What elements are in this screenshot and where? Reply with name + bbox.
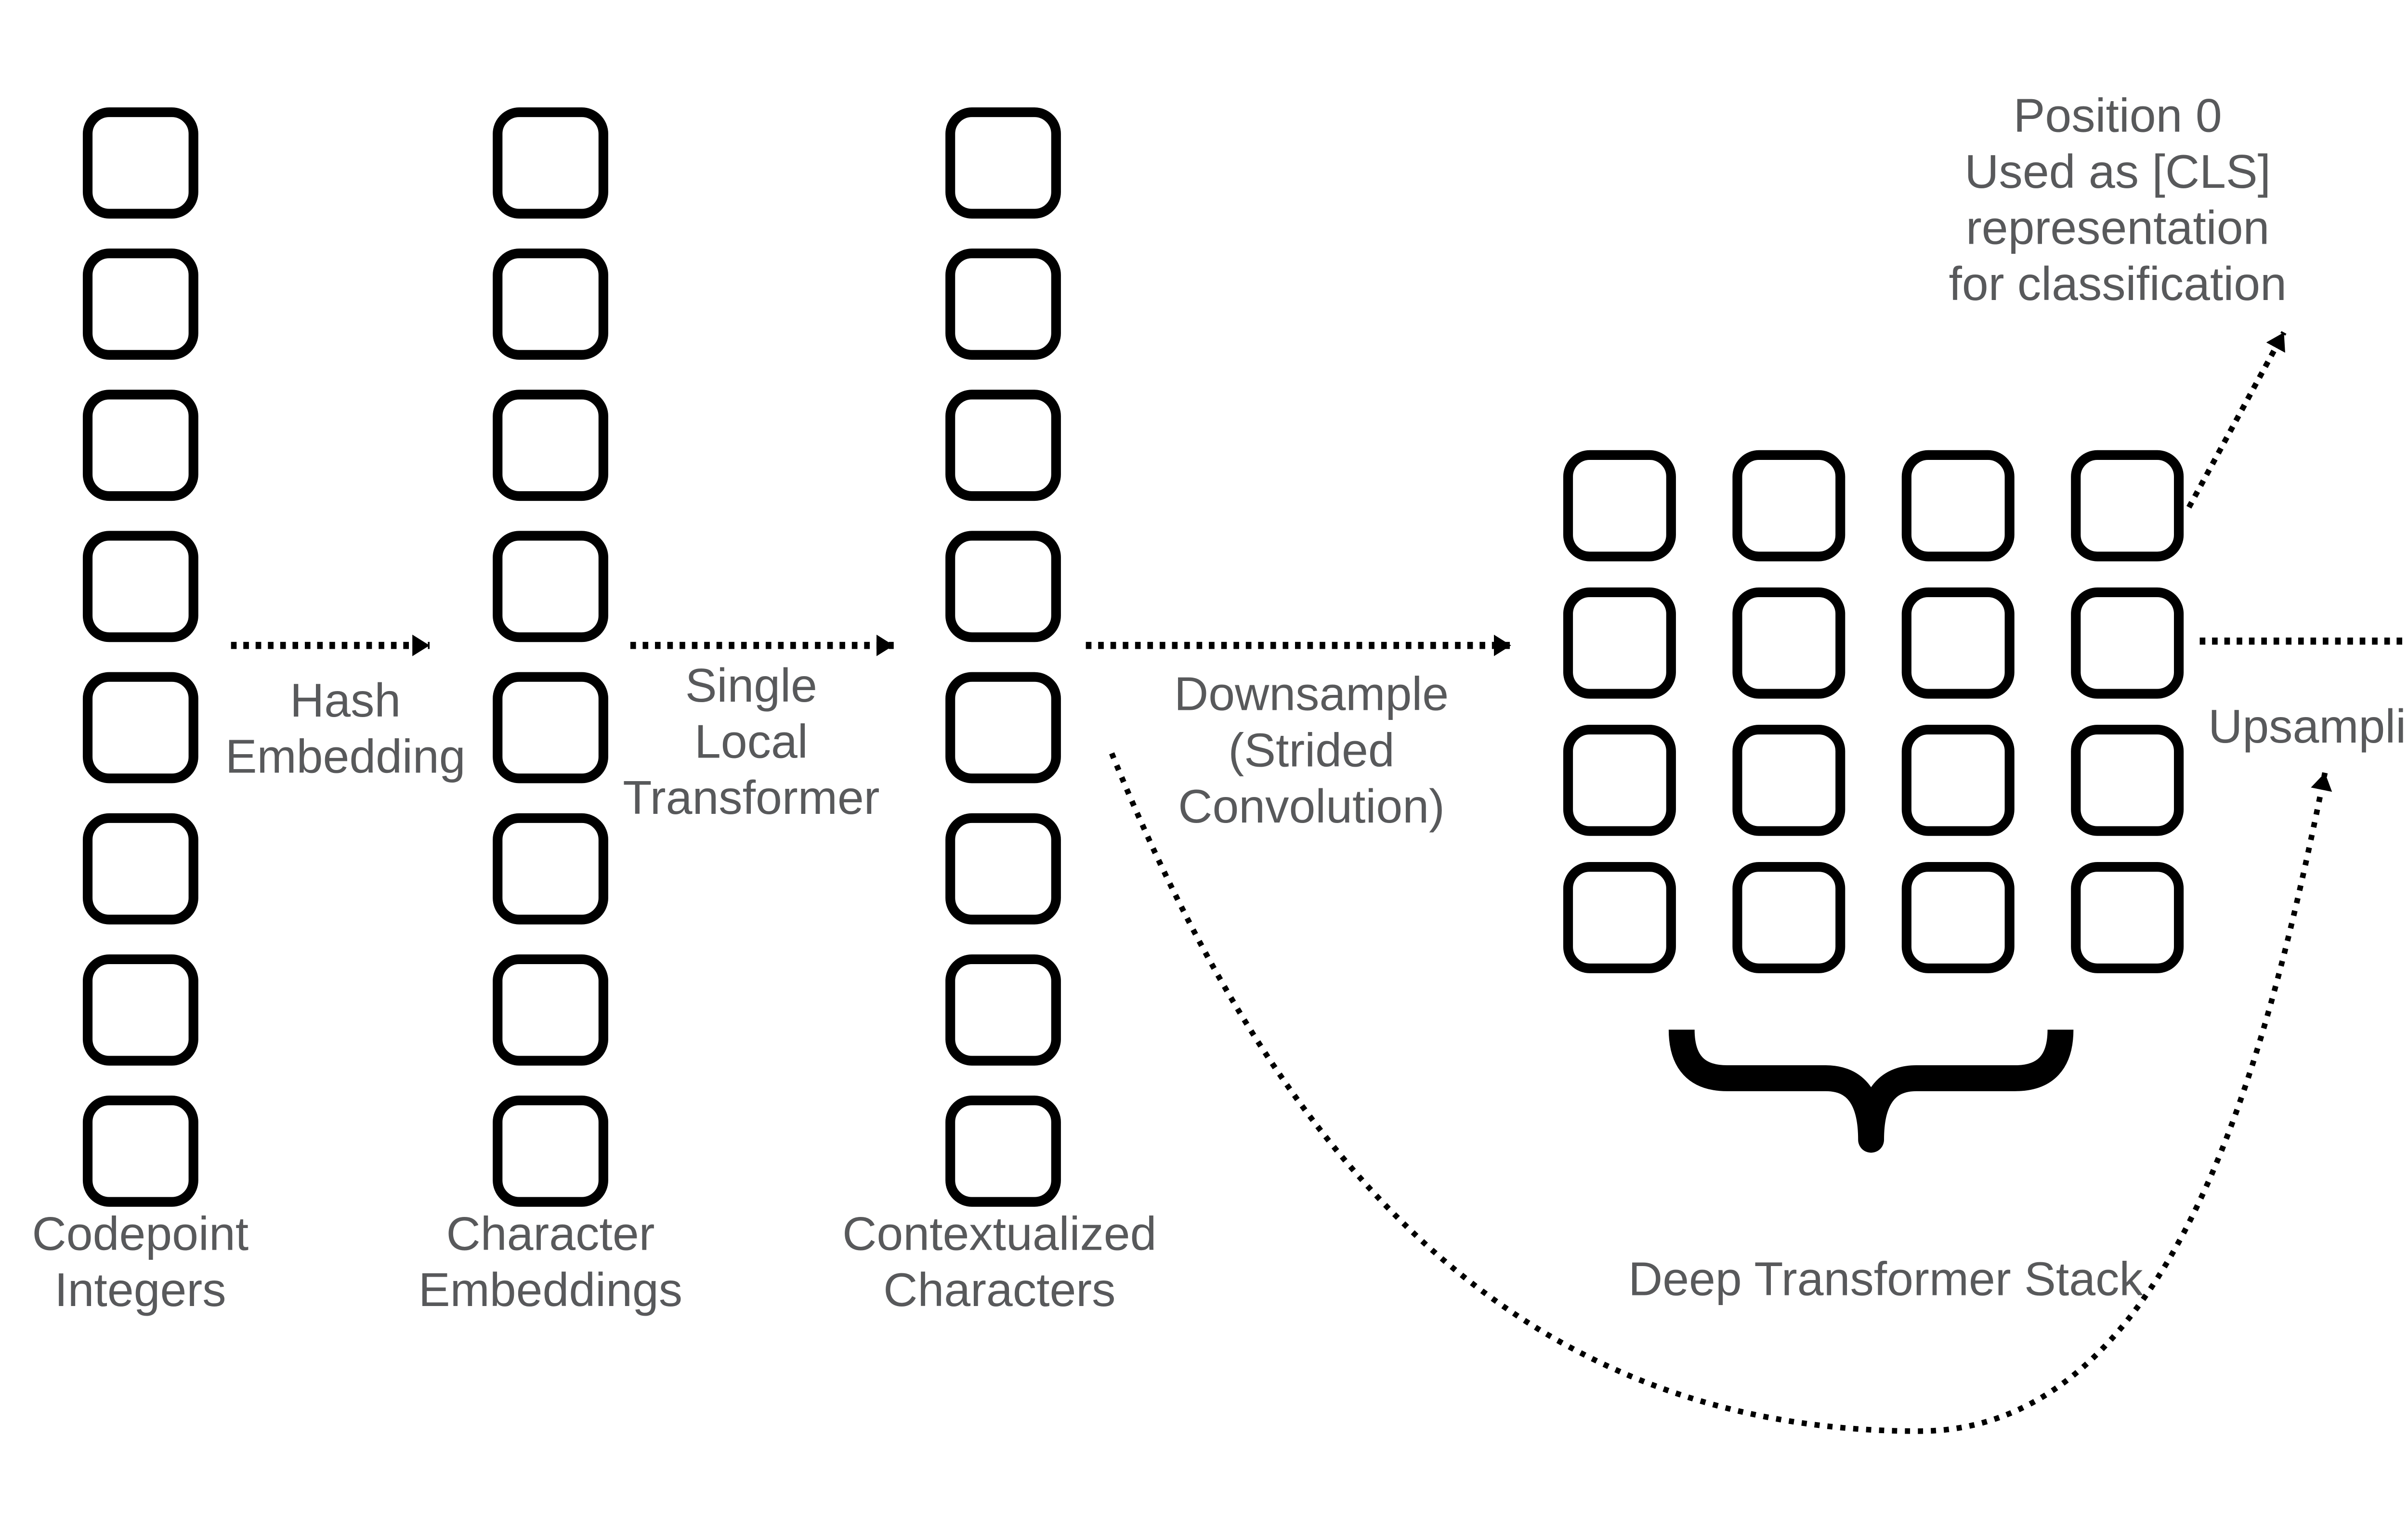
- deep-transformer-grid-box: [2071, 450, 2184, 562]
- label-position-zero-cls: Position 0 Used as [CLS] representation …: [1949, 88, 2287, 311]
- underbrace-shape: [1668, 1029, 2074, 1153]
- token-boxes-layer: [82, 107, 1061, 1207]
- codepoint-integers-column-box: [82, 248, 198, 360]
- contextualized-characters-column-box: [945, 1096, 1061, 1207]
- deep-transformer-grid-box: [2071, 862, 2184, 973]
- codepoint-integers-column-box: [82, 1096, 198, 1207]
- contextualized-characters-column-box: [945, 954, 1061, 1066]
- deep-transformer-grid-box: [1732, 587, 1845, 699]
- label-contextualized-characters: Contextualized Characters: [842, 1206, 1157, 1317]
- deep-transformer-grid-box: [1901, 862, 2015, 973]
- character-embeddings-column-box: [493, 813, 608, 925]
- character-embeddings-column-box: [493, 672, 608, 784]
- deep-transformer-grid-box: [1563, 862, 1676, 973]
- contextualized-characters-column-box: [945, 248, 1061, 360]
- label-deep-transformer-stack: Deep Transformer Stack: [1628, 1252, 2143, 1306]
- contextualized-characters-column-box: [945, 390, 1061, 501]
- contextualized-characters-column-box: [945, 813, 1061, 925]
- contextualized-characters-column-box: [945, 531, 1061, 642]
- skip-connection-arrow: [1109, 752, 2332, 1434]
- label-upsampling: Upsampling: [2208, 698, 2408, 753]
- deep-transformer-grid-box: [1901, 724, 2015, 836]
- character-embeddings-column-box: [493, 531, 608, 642]
- codepoint-integers-column-box: [82, 672, 198, 784]
- deep-transformer-grid-box: [1901, 587, 2015, 699]
- codepoint-integers-column-box: [82, 390, 198, 501]
- deep-transformer-grid-box: [1732, 862, 1845, 973]
- character-embeddings-column-box: [493, 107, 608, 219]
- deep-transformer-grid-box: [1901, 450, 2015, 562]
- label-downsample: Downsample (Strided Convolution): [1174, 667, 1449, 834]
- arrows-layer: [231, 331, 2408, 1434]
- character-embeddings-column-box: [493, 954, 608, 1066]
- cls-arrow: [2186, 331, 2287, 509]
- codepoint-integers-column-box: [82, 813, 198, 925]
- deep-transformer-grid-box: [1563, 587, 1676, 699]
- deep-transformer-grid-box: [1732, 450, 1845, 562]
- codepoint-integers-column-box: [82, 954, 198, 1066]
- codepoint-integers-column-box: [82, 107, 198, 219]
- deep-transformer-grid-box: [1563, 450, 1676, 562]
- codepoint-integers-column-box: [82, 531, 198, 642]
- downsampled-grid-layer: [1563, 450, 2184, 973]
- label-codepoint-integers: Codepoint Integers: [32, 1206, 249, 1317]
- character-embeddings-column-box: [493, 1096, 608, 1207]
- deep-transformer-grid-box: [2071, 587, 2184, 699]
- contextualized-characters-column-box: [945, 107, 1061, 219]
- label-single-local-transformer: Single Local Transformer: [623, 658, 880, 825]
- deep-transformer-grid-box: [1563, 724, 1676, 836]
- contextualized-characters-column-box: [945, 672, 1061, 784]
- character-embeddings-column-box: [493, 248, 608, 360]
- label-character-embeddings: Character Embeddings: [418, 1206, 683, 1317]
- deep-transformer-grid-box: [1732, 724, 1845, 836]
- deep-transformer-grid-box: [2071, 724, 2184, 836]
- character-embeddings-column-box: [493, 390, 608, 501]
- label-hash-embedding: Hash Embedding: [225, 673, 466, 784]
